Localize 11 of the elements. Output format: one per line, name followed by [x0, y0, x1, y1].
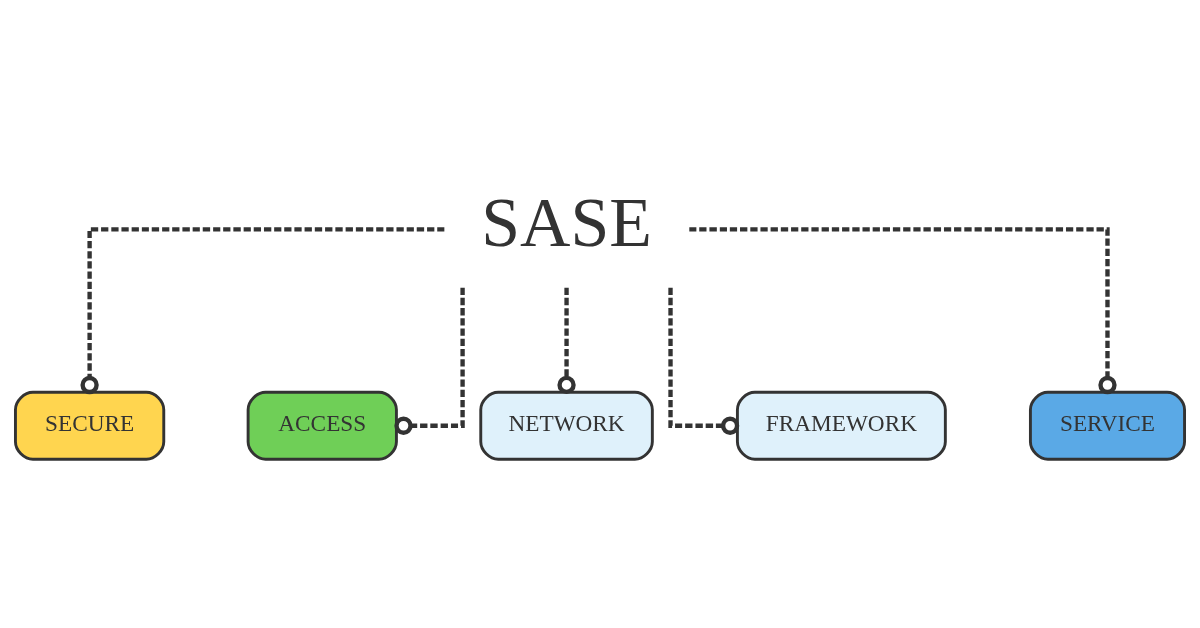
connector: [668, 287, 740, 435]
node-box: NETWORK: [479, 390, 654, 461]
connector: [80, 226, 445, 394]
node-box: FRAMEWORK: [735, 390, 947, 461]
node-box: SECURE: [14, 390, 166, 461]
connector: [689, 226, 1117, 394]
node-box: SERVICE: [1028, 390, 1186, 461]
connector: [394, 287, 465, 435]
node-text: SASE: [481, 183, 652, 261]
node-box: ACCESS: [246, 390, 398, 461]
connector: [557, 287, 576, 394]
